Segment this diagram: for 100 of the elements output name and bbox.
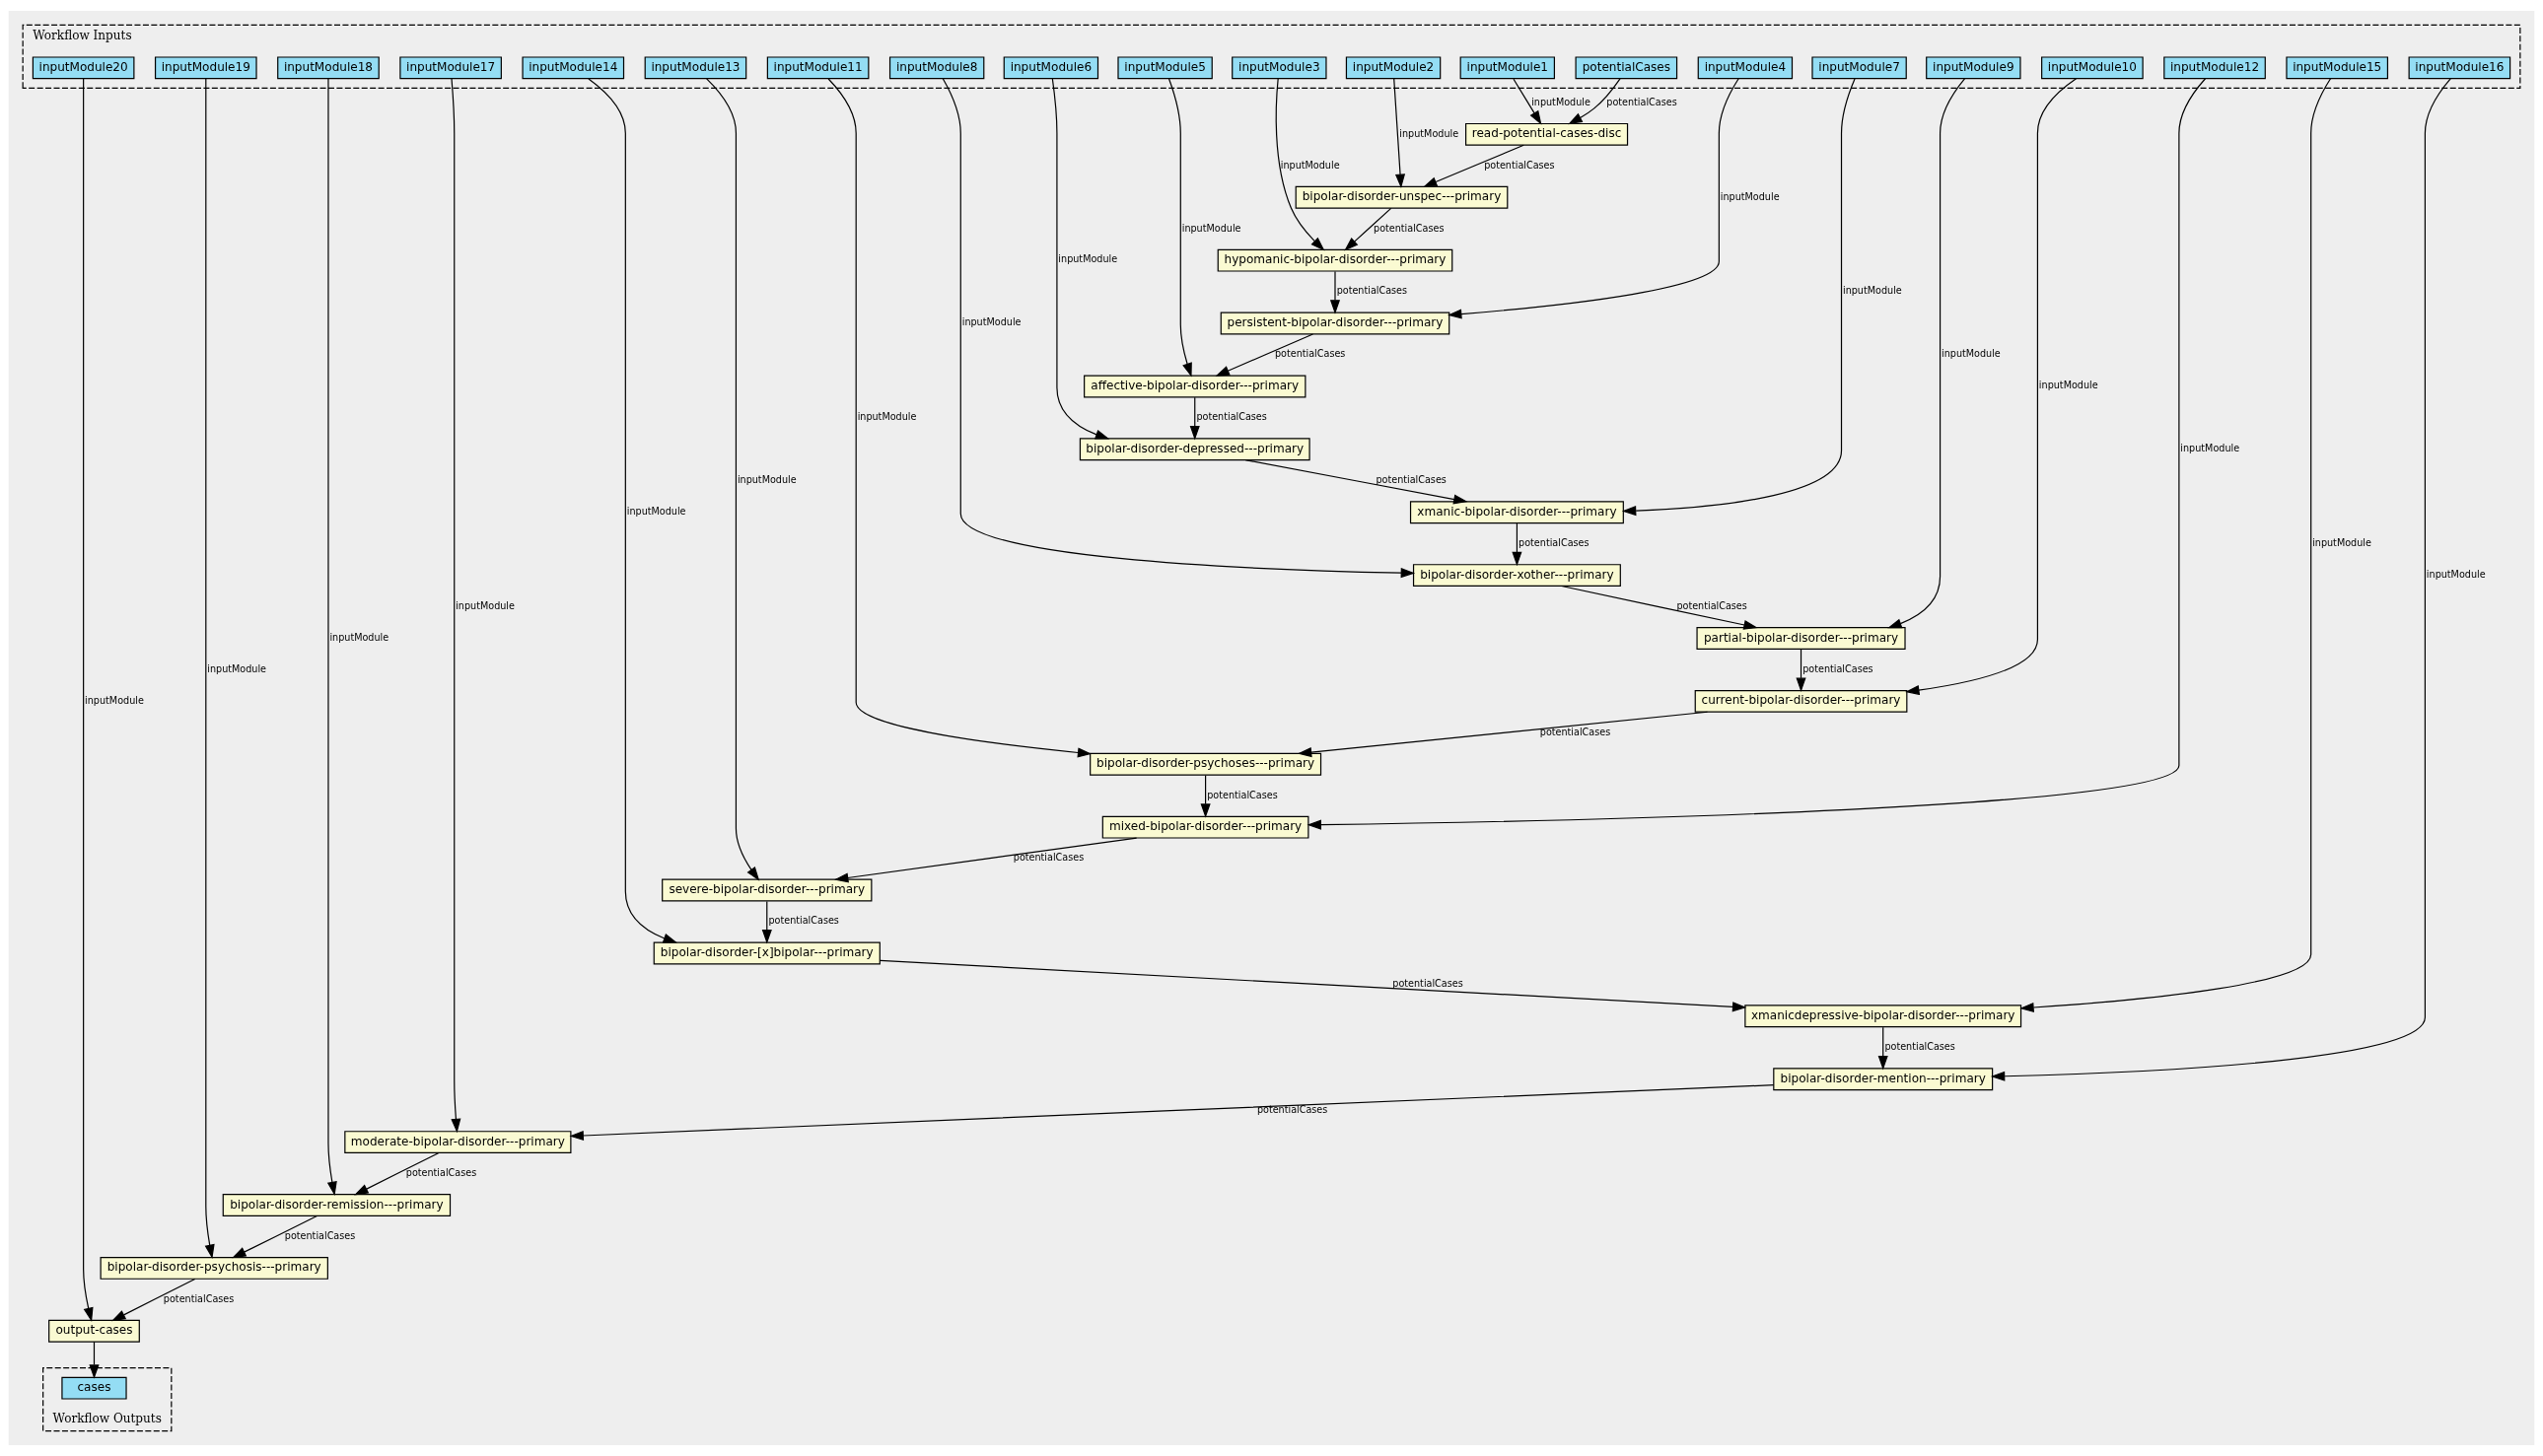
arrow: [706, 78, 760, 881]
node-box: inputModule5: [1117, 56, 1213, 80]
edge-label: potentialCases: [1196, 411, 1267, 423]
arrow: [1297, 711, 1709, 758]
node-box: inputModule8: [888, 56, 985, 80]
edge-label: potentialCases: [1519, 536, 1589, 548]
arrow: [879, 959, 1747, 1012]
edge-label: potentialCases: [1802, 662, 1873, 674]
node-box: inputModule6: [1003, 56, 1099, 80]
node-box: read-potential-cases-disc: [1465, 122, 1629, 146]
edge-label: potentialCases: [1539, 726, 1611, 737]
node-box: bipolar-disorder-depressed---primary: [1079, 438, 1310, 461]
edge-label: potentialCases: [405, 1166, 477, 1178]
arrow: [1796, 649, 1806, 693]
edge-label: potentialCases: [1274, 348, 1346, 360]
node-box: bipolar-disorder-psychoses---primary: [1090, 752, 1322, 776]
arrow: [942, 78, 1416, 579]
edge-label: inputModule: [207, 662, 267, 674]
node-box: bipolar-disorder-mention---primary: [1773, 1068, 1994, 1091]
arrow: [1423, 144, 1524, 188]
node-box: inputModule13: [644, 56, 747, 80]
node-box: inputModule1: [1459, 56, 1555, 80]
arrow: [1200, 775, 1211, 818]
arrow: [827, 78, 1093, 758]
node-box: inputModule17: [399, 56, 502, 80]
node-box: inputModule3: [1232, 56, 1327, 80]
node-box: inputModule19: [154, 56, 257, 80]
node-box: inputModule4: [1697, 56, 1794, 80]
edge-label: potentialCases: [1207, 789, 1278, 800]
node-box: inputModule20: [32, 56, 135, 80]
arrow: [1887, 78, 1966, 629]
arrow: [1905, 78, 2078, 696]
arrow: [1051, 78, 1110, 440]
edge-label: potentialCases: [1013, 852, 1085, 864]
edge-label: inputModule: [2426, 568, 2486, 580]
edge-label: inputModule: [1058, 253, 1118, 265]
edge-label: inputModule: [1399, 127, 1459, 139]
edge-label: potentialCases: [1374, 222, 1445, 234]
edge-label: inputModule: [737, 474, 797, 486]
arrow: [110, 1278, 196, 1322]
node-box: moderate-bipolar-disorder---primary: [344, 1131, 572, 1154]
node-box: inputModule2: [1345, 56, 1442, 80]
node-box: output-cases: [48, 1319, 140, 1343]
arrow: [1393, 78, 1406, 189]
arrow: [1447, 78, 1739, 319]
node-box: inputModule14: [522, 56, 625, 80]
arrow: [588, 78, 678, 943]
arrow: [232, 1214, 318, 1259]
edge-label: potentialCases: [1376, 474, 1447, 486]
arrow: [1244, 459, 1468, 505]
node-box: inputModule9: [1926, 56, 2021, 80]
arrow: [1513, 78, 1542, 125]
edge-label: inputModule: [1531, 96, 1590, 107]
arrow: [1344, 207, 1392, 251]
edge-label: potentialCases: [768, 915, 839, 927]
node-box: potentialCases: [1575, 56, 1678, 80]
node-box: mixed-bipolar-disorder---primary: [1101, 815, 1309, 839]
edge-label: potentialCases: [1884, 1041, 1955, 1053]
edge-label: potentialCases: [1606, 96, 1677, 107]
edge-label: potentialCases: [284, 1229, 356, 1241]
node-box: bipolar-disorder-unspec---primary: [1295, 185, 1509, 209]
arrow: [1167, 78, 1192, 378]
edge-label: inputModule: [456, 599, 515, 611]
edge-label: inputModule: [857, 411, 917, 423]
arrow: [1990, 78, 2451, 1081]
node-box: bipolar-disorder-[x]bipolar---primary: [653, 941, 881, 965]
edge-label: inputModule: [1942, 348, 2001, 360]
node-box: xmanic-bipolar-disorder---primary: [1409, 501, 1624, 524]
arrow: [204, 78, 215, 1259]
arrow: [83, 78, 94, 1322]
node-box: xmanicdepressive-bipolar-disorder---primary: [1744, 1005, 2022, 1028]
edge-label: potentialCases: [1676, 599, 1747, 611]
arrow: [2019, 78, 2332, 1013]
node-box: persistent-bipolar-disorder---primary: [1220, 312, 1450, 335]
node-box: inputModule16: [2408, 56, 2511, 80]
node-box: cases: [61, 1376, 127, 1400]
edge-label: potentialCases: [1484, 159, 1555, 171]
arrow: [761, 900, 772, 944]
arrow: [1561, 585, 1758, 630]
arrow: [1512, 522, 1522, 567]
arrow: [833, 837, 1138, 883]
node-box: bipolar-disorder-psychosis---primary: [100, 1256, 328, 1280]
edge-label: potentialCases: [163, 1292, 235, 1304]
edge-label: inputModule: [85, 694, 144, 706]
edge-label: inputModule: [329, 631, 389, 643]
arrow: [451, 78, 461, 1134]
node-box: inputModule7: [1811, 56, 1907, 80]
edge-label: inputModule: [1842, 285, 1902, 297]
arrow: [354, 1152, 440, 1196]
arrow: [1189, 396, 1200, 441]
edge-label: potentialCases: [1256, 1103, 1328, 1115]
edge-label: potentialCases: [1392, 978, 1463, 990]
arrow: [569, 1084, 1775, 1142]
node-box: inputModule12: [2163, 56, 2266, 80]
node-box: inputModule11: [766, 56, 870, 80]
node-box: hypomanic-bipolar-disorder---primary: [1217, 248, 1453, 272]
edge-label: potentialCases: [1336, 285, 1408, 297]
node-box: bipolar-disorder-remission---primary: [222, 1194, 452, 1216]
arrow: [326, 78, 337, 1197]
node-box: inputModule18: [277, 56, 380, 80]
